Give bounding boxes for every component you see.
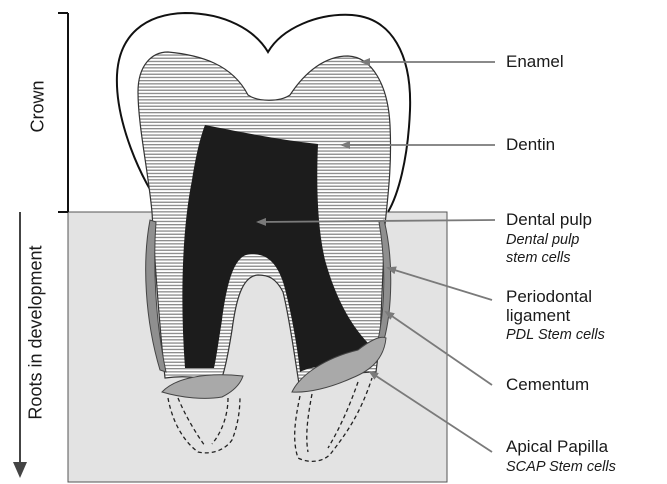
crown-bracket <box>58 13 68 212</box>
dentin-label: Dentin <box>506 135 555 155</box>
crown-label: Crown <box>28 67 49 147</box>
pulp-stem-cells-line1: Dental pulp <box>506 232 579 248</box>
roots-arrowhead-icon <box>13 462 27 478</box>
pdl-stem-cells-label: PDL Stem cells <box>506 327 605 343</box>
roots-label: Roots in development <box>26 233 47 433</box>
enamel-label: Enamel <box>506 52 564 72</box>
pdl-label-line2: ligament <box>506 306 570 326</box>
pulp-label: Dental pulp <box>506 210 592 230</box>
pulp-stem-cells-line2: stem cells <box>506 250 570 266</box>
cementum-label: Cementum <box>506 375 589 395</box>
scap-stem-cells-label: SCAP Stem cells <box>506 459 616 475</box>
papilla-label: Apical Papilla <box>506 437 608 457</box>
pdl-label-line1: Periodontal <box>506 287 592 307</box>
